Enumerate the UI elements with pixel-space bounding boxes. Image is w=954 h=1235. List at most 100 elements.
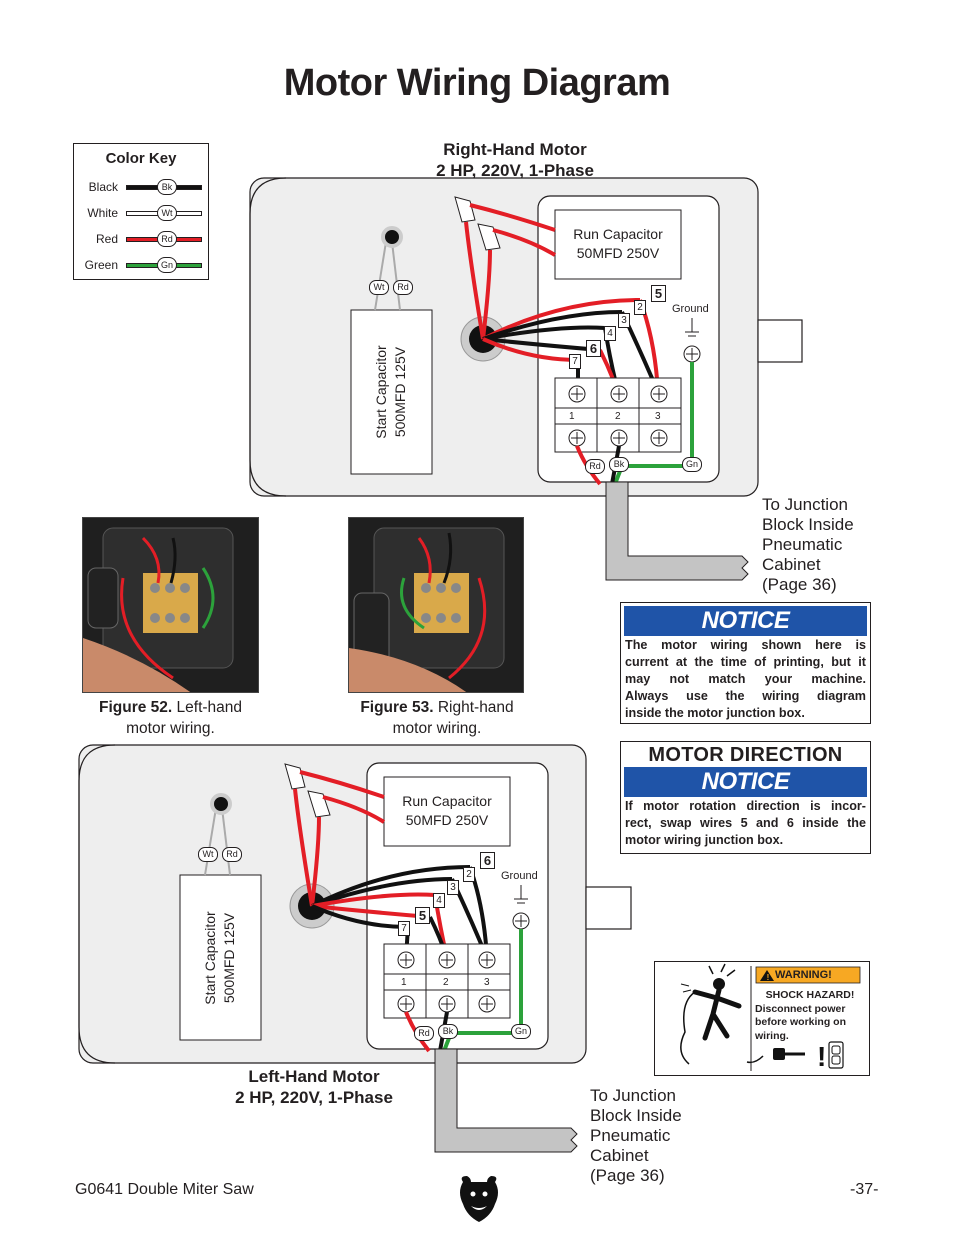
notice-line: motor wiring junction box. xyxy=(625,833,784,847)
notice-line: Always use the wiring diagram xyxy=(625,689,866,703)
svg-text:!: ! xyxy=(817,1041,826,1072)
figure-label: Figure 52. xyxy=(98,699,173,716)
junction-line: Cabinet xyxy=(590,1146,649,1165)
cap-tag-wt: Wt xyxy=(369,280,389,295)
figure-caption-a: Left-hand xyxy=(176,699,243,716)
right-motor-title-line1: Right-Hand Motor xyxy=(443,140,587,159)
wire-nut-icon xyxy=(454,196,501,251)
footer-model: G0641 Double Miter Saw xyxy=(75,1181,254,1198)
left-cable xyxy=(434,1048,578,1153)
swap-label: 6 xyxy=(480,852,495,869)
notice-body: If motor rotation direction is incor- re… xyxy=(625,798,866,849)
warning-line: SHOCK HAZARD! xyxy=(765,989,855,1001)
color-code: Gn xyxy=(157,257,177,273)
color-name: Black xyxy=(88,180,118,194)
start-cap-line2: 500MFD 125V xyxy=(221,912,237,1004)
cap-tag-wt: Wt xyxy=(198,847,218,862)
wire-number: 2 xyxy=(463,867,475,882)
junction-line: (Page 36) xyxy=(762,575,837,594)
shock-hazard-icon: ! ! xyxy=(680,963,861,1072)
right-motor-title-line2: 2 HP, 220V, 1-Phase xyxy=(436,161,594,180)
left-run-capacitor-label: Run Capacitor 50MFD 250V xyxy=(386,792,508,830)
color-name: Red xyxy=(95,232,118,246)
color-code: Bk xyxy=(157,179,177,195)
warning-line: before working on xyxy=(755,1016,847,1028)
junction-line: Pneumatic xyxy=(590,1126,671,1145)
right-junction-note: To Junction Block Inside Pneumatic Cabin… xyxy=(762,495,854,595)
terminal-number: 2 xyxy=(443,977,449,988)
color-key: Color Key Black Bk White Wt Red Rd Green… xyxy=(73,143,209,280)
run-cap-line2: 50MFD 250V xyxy=(576,245,660,261)
bottom-tag: Bk xyxy=(609,457,629,472)
notice-heading: NOTICE xyxy=(624,767,867,797)
run-cap-line2: 50MFD 250V xyxy=(405,812,489,828)
figure-caption-b: motor wiring. xyxy=(126,720,215,737)
color-key-row-red: Red Rd xyxy=(74,231,208,248)
left-motor-shaft xyxy=(585,886,632,930)
warning-line: Disconnect power xyxy=(755,1002,846,1015)
figure-53-caption: Figure 53. Right-hand motor wiring. xyxy=(345,697,529,739)
notice-line: rect, swap wires 5 and 6 inside the xyxy=(625,816,866,830)
junction-line: (Page 36) xyxy=(590,1166,665,1185)
warning-text: SHOCK HAZARD! Disconnect power before wo… xyxy=(755,989,865,1043)
start-cap-grommet xyxy=(381,226,403,248)
page-number: -37- xyxy=(850,1181,879,1198)
bottom-tag: Rd xyxy=(414,1026,434,1041)
cap-tag-rd: Rd xyxy=(222,847,242,862)
start-cap-grommet xyxy=(210,793,232,815)
junction-line: To Junction xyxy=(590,1086,676,1105)
cap-tag-rd: Rd xyxy=(393,280,413,295)
wire-number: 4 xyxy=(604,326,616,341)
terminal-number: 3 xyxy=(655,411,661,422)
wire-number: 7 xyxy=(398,921,410,936)
terminal-number: 2 xyxy=(615,411,621,422)
wire-number: 7 xyxy=(569,354,581,369)
notice-line: If motor rotation direction is incor- xyxy=(625,799,866,813)
terminal-number: 3 xyxy=(484,977,490,988)
figure-53-photo xyxy=(348,517,524,693)
terminal-number: 1 xyxy=(569,411,575,422)
color-key-heading: Color Key xyxy=(105,150,177,167)
junction-line: To Junction xyxy=(762,495,848,514)
right-motor-shaft xyxy=(757,319,803,363)
junction-line: Pneumatic xyxy=(762,535,843,554)
color-name: White xyxy=(87,206,118,220)
right-run-capacitor-label: Run Capacitor 50MFD 250V xyxy=(557,225,679,263)
left-motor-endcap xyxy=(78,744,116,1064)
ground-icon xyxy=(683,318,701,363)
notice-heading: NOTICE xyxy=(624,606,867,636)
wire-number: 3 xyxy=(447,880,459,895)
warning-badge: WARNING! xyxy=(775,969,832,981)
notice-line: current at the time of printing, but it xyxy=(625,655,866,669)
bottom-tag: Bk xyxy=(438,1024,458,1039)
page-title: Motor Wiring Diagram xyxy=(283,62,671,104)
notice-line: inside the motor junction box. xyxy=(625,706,805,720)
left-run-capacitor xyxy=(383,776,511,847)
right-ground-label: Ground xyxy=(672,303,709,315)
bottom-tag: Gn xyxy=(511,1024,531,1039)
bear-logo-icon xyxy=(460,1176,498,1222)
terminal-number: 1 xyxy=(401,977,407,988)
swap-label: 6 xyxy=(586,340,601,357)
left-motor-title: Left-Hand Motor 2 HP, 220V, 1-Phase xyxy=(205,1066,423,1108)
right-start-capacitor xyxy=(350,309,433,475)
svg-text:!: ! xyxy=(767,973,770,982)
right-run-capacitor xyxy=(554,209,682,280)
left-motor-title-line1: Left-Hand Motor xyxy=(248,1067,380,1086)
motor-direction-heading: MOTOR DIRECTION xyxy=(648,744,843,766)
figure-caption-a: Right-hand xyxy=(437,699,514,716)
run-cap-line1: Run Capacitor xyxy=(573,226,663,242)
terminal-screw-icon xyxy=(568,385,668,447)
color-key-row-black: Black Bk xyxy=(74,179,208,196)
warning-line: wiring. xyxy=(755,1029,789,1042)
left-start-capacitor-label: Start Capacitor 500MFD 125V xyxy=(201,876,241,1040)
left-start-capacitor xyxy=(179,874,262,1041)
wire-number: 2 xyxy=(634,300,646,315)
notice-wiring: NOTICE The motor wiring shown here is cu… xyxy=(620,602,871,724)
wire-number: 4 xyxy=(433,893,445,908)
left-junction-note: To Junction Block Inside Pneumatic Cabin… xyxy=(590,1086,682,1186)
color-key-row-green: Green Gn xyxy=(74,257,208,274)
start-cap-lead-red xyxy=(391,241,401,311)
